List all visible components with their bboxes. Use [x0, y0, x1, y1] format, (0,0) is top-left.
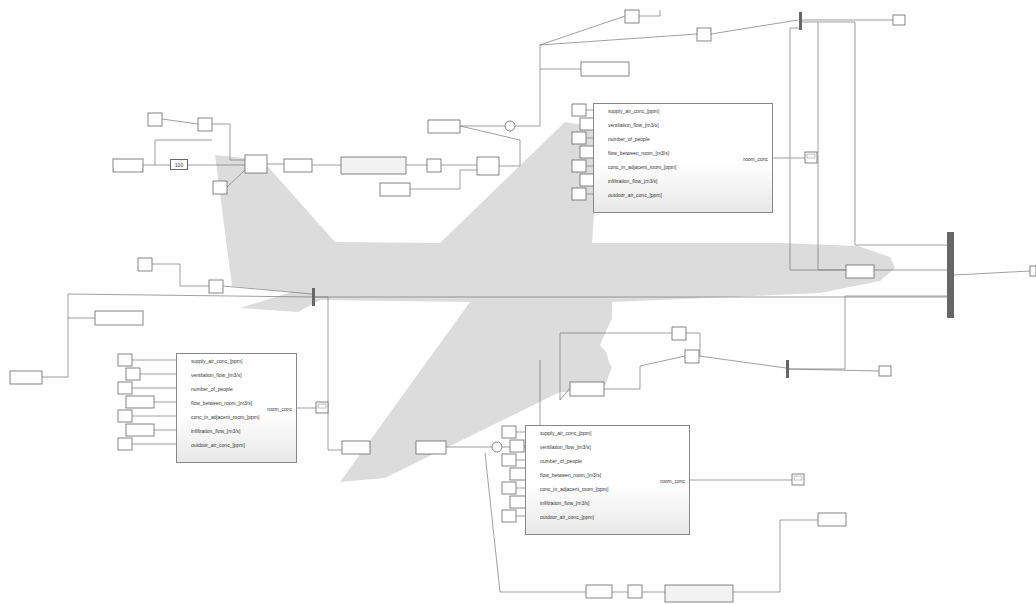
scope-block [316, 402, 328, 413]
subsystem-block: supply_air_conc_[ppm] ventilation_flow_[m… [593, 103, 773, 213]
input-port-label: ventilation_flow_[m3/s] [608, 122, 659, 128]
mux-bars [312, 12, 954, 378]
input-wire [516, 432, 525, 433]
output-port-label: room_conc [660, 478, 685, 484]
scope-screen [807, 154, 815, 158]
input-block [126, 368, 140, 380]
input-port-label: number_of_people [540, 458, 582, 464]
output-port-label: room_conc [743, 156, 768, 162]
input-block [502, 510, 516, 522]
sum-circles [492, 121, 515, 452]
input-port-label: supply_air_conc_[ppm] [540, 430, 591, 436]
input-block [126, 396, 154, 408]
output-wire [773, 158, 805, 159]
input-port-label: outdoor_air_conc_[ppm] [191, 442, 245, 448]
scope-screen [794, 476, 802, 480]
input-wire [516, 488, 525, 489]
input-block [118, 382, 132, 394]
output-wire [297, 408, 316, 409]
input-wire [132, 444, 176, 445]
wire-lines [42, 10, 1030, 592]
input-block [118, 438, 132, 450]
input-wire [132, 416, 176, 417]
input-port-label: ventilation_flow_[m3/s] [191, 372, 242, 378]
scope-screen [318, 404, 326, 408]
scope-block [792, 474, 804, 485]
gain-block: 100 [170, 159, 188, 170]
input-block [502, 482, 516, 494]
input-wire [586, 138, 593, 139]
input-port-label: infiltration_flow_[m3/s] [191, 428, 240, 434]
input-port-label: conc_in_adjacent_room_[ppm] [540, 486, 608, 492]
input-port-label: conc_in_adjacent_room_[ppm] [191, 414, 259, 420]
input-block [572, 132, 586, 144]
input-port-label: number_of_people [191, 386, 233, 392]
input-wire [154, 430, 176, 431]
input-port-label: supply_air_conc_[ppm] [608, 108, 659, 114]
input-port-label: flow_between_room_[m3/s] [540, 472, 601, 478]
input-port-label: flow_between_room_[m3/s] [608, 150, 669, 156]
output-port-label: room_conc [267, 406, 292, 412]
input-block [580, 118, 594, 130]
input-port-label: infiltration_flow_[m3/s] [540, 500, 589, 506]
input-port-label: ventilation_flow_[m3/s] [540, 444, 591, 450]
gain-value: 100 [175, 162, 183, 168]
empty-blocks [10, 10, 1036, 602]
input-block [572, 188, 586, 200]
input-port-label: outdoor_air_conc_[ppm] [608, 192, 662, 198]
input-wire [154, 402, 176, 403]
input-block [510, 440, 524, 452]
output-wire [690, 480, 792, 481]
input-port-label: outdoor_air_conc_[ppm] [540, 514, 594, 520]
input-port-label: flow_between_room_[m3/s] [191, 400, 252, 406]
scope-block [805, 152, 817, 163]
input-port-label: infiltration_flow_[m3/s] [608, 178, 657, 184]
input-block [502, 454, 516, 466]
input-wire [516, 516, 525, 517]
input-wire [140, 374, 176, 375]
subsystem-block: supply_air_conc_[ppm] ventilation_flow_[m… [525, 425, 690, 535]
input-block [118, 410, 132, 422]
input-wire [516, 460, 525, 461]
input-wire [586, 166, 593, 167]
input-wire [586, 194, 593, 195]
input-block [502, 426, 516, 438]
input-block [572, 160, 586, 172]
input-wire [132, 360, 176, 361]
input-wire [586, 110, 593, 111]
input-port-label: supply_air_conc_[ppm] [191, 358, 242, 364]
input-block [572, 104, 586, 116]
input-wire [132, 388, 176, 389]
input-port-label: conc_in_adjacent_room_[ppm] [608, 164, 676, 170]
subsystem-block: supply_air_conc_[ppm] ventilation_flow_[m… [176, 353, 297, 463]
input-port-label: number_of_people [608, 136, 650, 142]
input-block [126, 424, 154, 436]
input-block [118, 354, 132, 366]
